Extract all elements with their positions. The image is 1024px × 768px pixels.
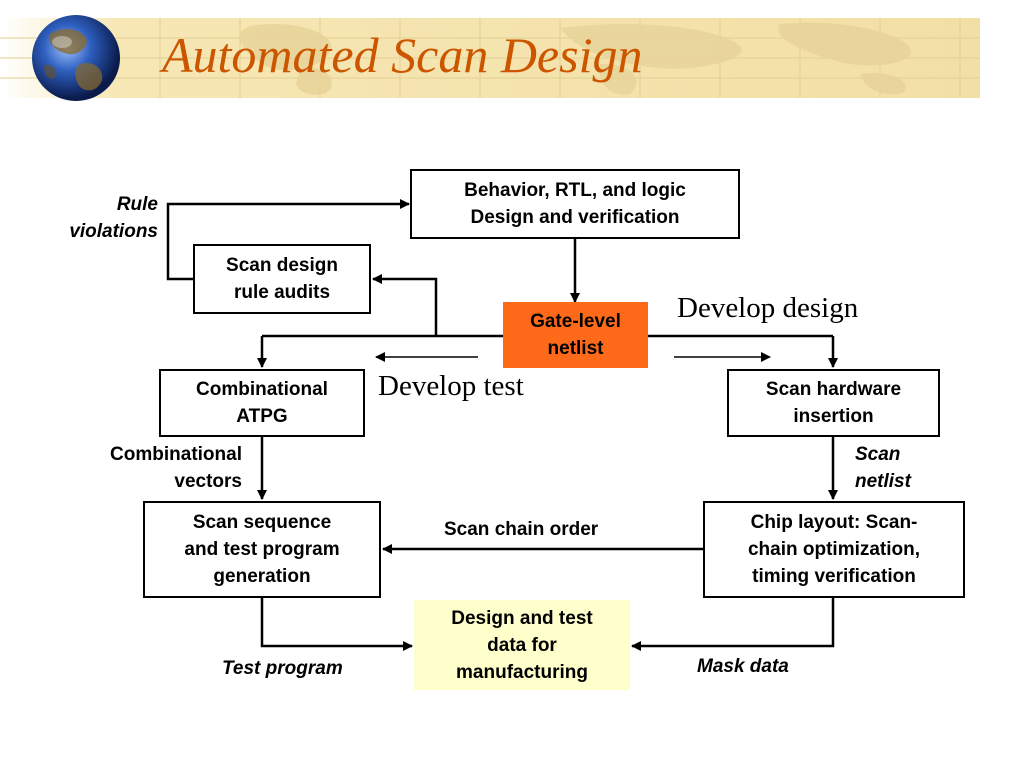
scan-sequence-test-program-box: Scan sequence and test program generatio… <box>143 501 381 598</box>
develop-design-label: Develop design <box>677 292 859 324</box>
arrow-to-rule-audits <box>372 274 438 336</box>
behavior-rtl-logic-box: Behavior, RTL, and logic Design and veri… <box>410 169 740 239</box>
mask-data-label: Mask data <box>697 656 789 677</box>
slide-title: Automated Scan Design <box>162 27 643 83</box>
scan-chain-order-label: Scan chain order <box>444 519 599 540</box>
combinational-vectors-label: Combinational vectors <box>110 444 242 492</box>
scan-hardware-insertion-box: Scan hardware insertion <box>727 369 940 437</box>
globe-graphic <box>32 15 120 101</box>
arrow-test-program <box>260 597 413 651</box>
design-test-data-box: Design and test data for manufacturing <box>414 600 630 690</box>
test-program-label: Test program <box>222 658 343 679</box>
banner-graphic <box>0 18 980 98</box>
arrow-mask-data <box>631 597 835 651</box>
scan-design-rule-audits-box: Scan design rule audits <box>193 244 371 314</box>
scan-netlist-label: Scan netlist <box>855 444 911 492</box>
world-map-banner <box>0 18 980 98</box>
arrow-rule-violations-loop <box>166 199 410 281</box>
rule-violations-label: Rule violations <box>69 194 158 242</box>
chip-layout-box: Chip layout: Scan- chain optimization, t… <box>703 501 965 598</box>
develop-test-label: Develop test <box>378 370 524 402</box>
combinational-atpg-box: Combinational ATPG <box>159 369 365 437</box>
globe-icon <box>28 12 124 104</box>
gate-level-netlist-box: Gate-level netlist <box>503 302 648 368</box>
